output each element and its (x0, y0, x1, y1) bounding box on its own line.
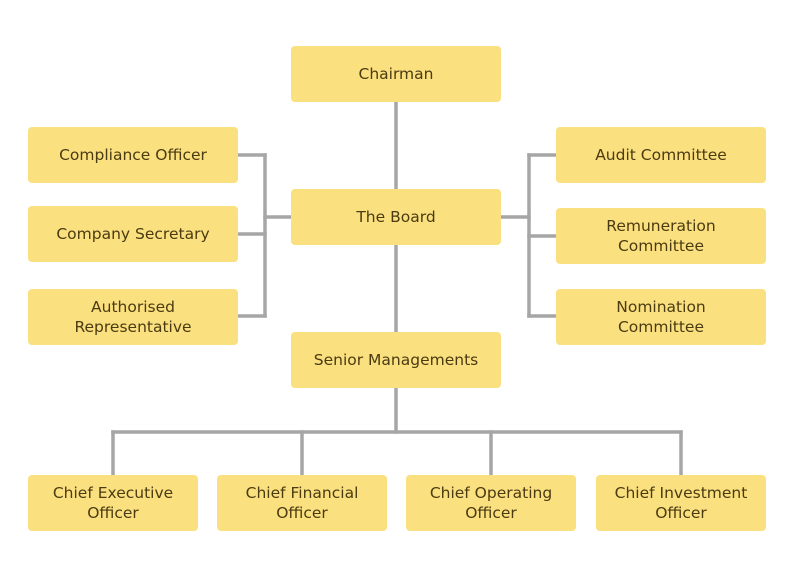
node-label: The Board (356, 208, 436, 226)
node-the-board: The Board (291, 189, 501, 245)
node-label: Company Secretary (56, 225, 210, 243)
node-label: Audit Committee (595, 146, 727, 164)
node-label: Authorised Representative (74, 298, 192, 336)
node-nomination-committee: Nomination Committee (556, 289, 766, 345)
node-label: Chairman (358, 65, 434, 83)
node-remuneration-committee: Remuneration Committee (556, 208, 766, 264)
node-chief-investment-officer: Chief Investment Officer (596, 475, 766, 531)
node-label: Chief Operating Officer (429, 484, 553, 522)
node-chairman: Chairman (291, 46, 501, 102)
node-chief-operating-officer: Chief Operating Officer (406, 475, 576, 531)
node-label: Chief Executive Officer (52, 484, 174, 522)
node-authorised-representative: Authorised Representative (28, 289, 238, 345)
node-label: Chief Financial Officer (245, 484, 359, 522)
node-chief-financial-officer: Chief Financial Officer (217, 475, 387, 531)
node-label: Remuneration Committee (606, 217, 716, 255)
node-senior-managements: Senior Managements (291, 332, 501, 388)
node-label: Compliance Officer (59, 146, 207, 164)
node-chief-executive-officer: Chief Executive Officer (28, 475, 198, 531)
node-audit-committee: Audit Committee (556, 127, 766, 183)
node-label: Chief Investment Officer (614, 484, 748, 522)
node-label: Nomination Committee (616, 298, 706, 336)
node-label: Senior Managements (313, 351, 479, 369)
node-company-secretary: Company Secretary (28, 206, 238, 262)
node-compliance-officer: Compliance Officer (28, 127, 238, 183)
